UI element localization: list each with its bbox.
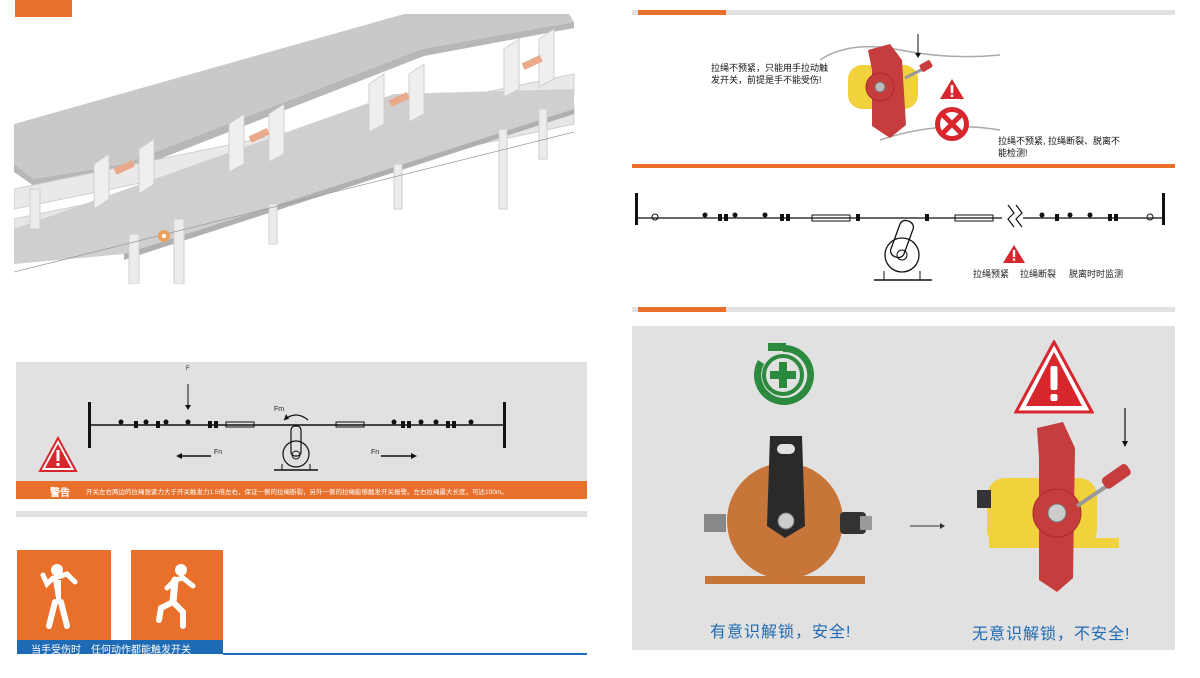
right-bottom-grey-bar (632, 307, 1175, 312)
warning-label: 警告 (50, 488, 70, 499)
caption-unsafe: 无意识解锁，不安全! (972, 626, 1131, 643)
right-top-grey-bar (632, 10, 1175, 15)
warning-diagram-panel: F Fm Fn Fn 警告 开关左右两边的拉绳张紧力大于开关触发力1.5倍左右，… (16, 362, 587, 499)
warning-triangle-icon-small (940, 79, 964, 99)
monitor-label-1: 拉绳预紧 (973, 269, 1010, 279)
hazard-icon-box-1 (17, 550, 111, 640)
arrow-right-icon (910, 523, 945, 529)
conveyor-illustration (14, 14, 575, 284)
unpretensioned-switch-illustration (820, 34, 1000, 141)
force-label-fn-right: Fn (371, 449, 380, 456)
note-right: 拉绳不预紧, 拉绳断裂、脱离不能检测! (998, 136, 1121, 158)
right-bottom-accent (638, 307, 726, 312)
danger-triangle-icon (1014, 340, 1094, 414)
monitor-label-2: 拉绳断裂 (1020, 269, 1057, 279)
pretension-diagram (635, 193, 1165, 281)
hazard-caption: 当手受伤时 任何动作都能触发开关 (31, 645, 191, 656)
switch-icon-small (274, 425, 318, 471)
hazard-underline (223, 653, 587, 655)
note-left: 拉绳不预紧，只能用手拉动触发开关，前提是手不能受伤! (711, 63, 829, 85)
unsafe-switch-illustration (977, 408, 1131, 592)
top-left-accent-bar (15, 0, 72, 17)
caption-safe: 有意识解锁，安全! (710, 624, 852, 641)
running-person-icon (156, 564, 196, 629)
left-divider-bar (16, 511, 587, 517)
force-label-fn-left: Fn (214, 449, 223, 456)
hazard-icon-box-2 (131, 550, 223, 640)
right-top-accent (638, 10, 726, 15)
warning-strip: 警告 开关左右两边的拉绳张紧力大于开关触发力1.5倍左右，保证一侧的拉绳断裂，另… (16, 481, 587, 499)
monitor-label-3: 脱离时时监测 (1069, 269, 1124, 279)
force-label-top: F (186, 366, 190, 372)
hazard-caption-bar: 当手受伤时 任何动作都能触发开关 (17, 640, 223, 656)
injured-hand-person-icon (40, 564, 78, 629)
safe-switch-illustration (704, 436, 872, 584)
forbidden-x-icon (935, 107, 969, 141)
comparison-panel: 有意识解锁，安全! 无意识解锁，不安全! (632, 326, 1175, 650)
warning-triangle-icon (38, 436, 78, 472)
rope-tension-diagram (88, 384, 506, 471)
right-top-divider (632, 164, 1175, 168)
safety-cross-icon (753, 343, 814, 405)
force-label-fm: Fm (274, 406, 285, 413)
warning-text: 开关左右两边的拉绳张紧力大于开关触发力1.5倍左右，保证一侧的拉绳断裂，另外一侧… (86, 489, 508, 496)
